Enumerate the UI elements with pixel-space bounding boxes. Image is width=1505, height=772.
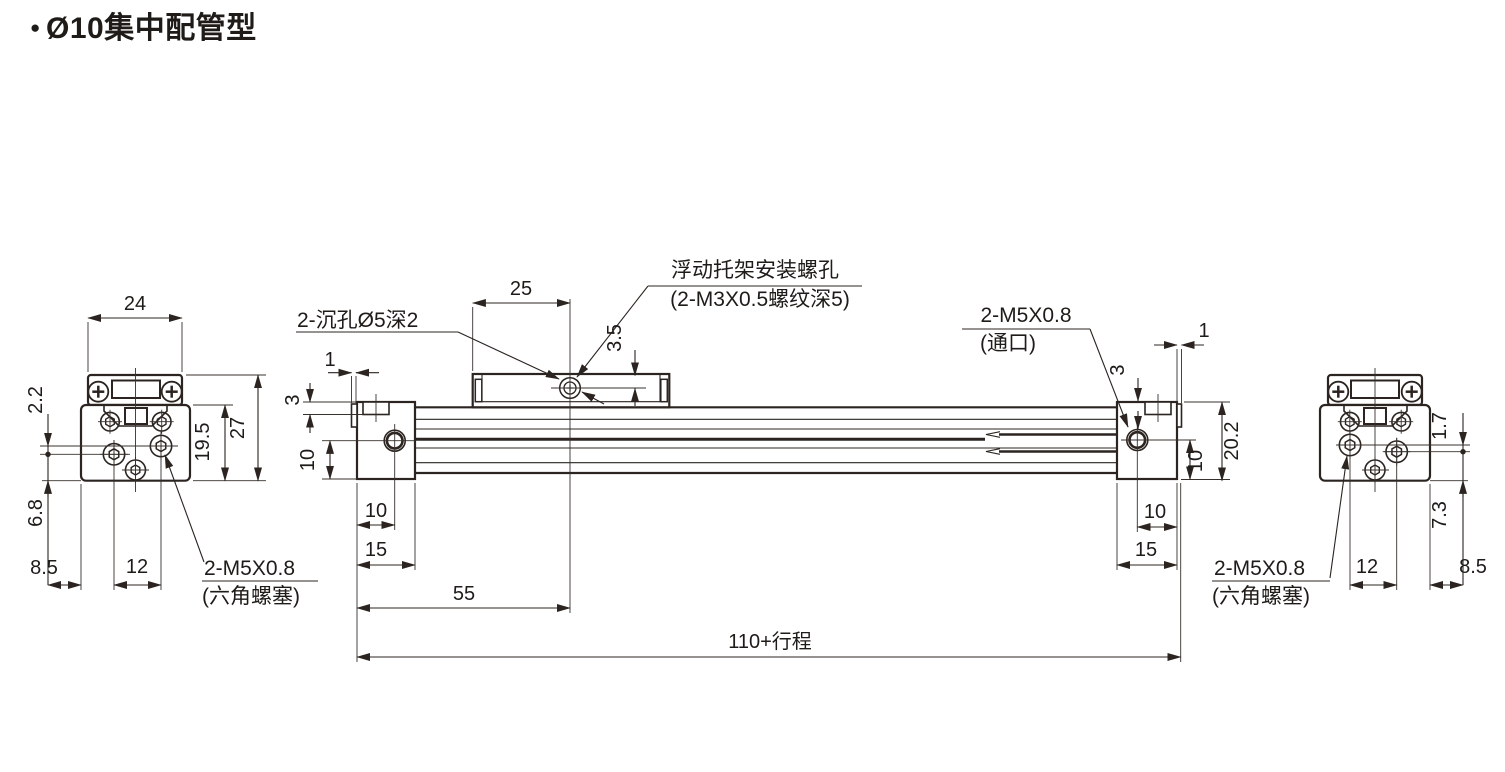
dim-left-bottom-offset: 6.8 bbox=[25, 499, 47, 527]
extension-lines bbox=[40, 299, 1470, 662]
carriage bbox=[471, 372, 671, 409]
dim-hole-depth: 3.5 bbox=[604, 324, 626, 352]
dim-end-height: 20.2 bbox=[1221, 422, 1243, 461]
dim-total-length: 110+行程 bbox=[728, 630, 812, 653]
label-right-plug-line1: 2-M5X0.8 bbox=[1214, 557, 1305, 580]
main-side-view bbox=[350, 372, 1183, 481]
dim-right-bottom-offset: 7.3 bbox=[1429, 501, 1451, 529]
dim-port-x-left: 10 bbox=[365, 500, 387, 522]
drawing-text: ● Ø10集中配管型 24 2.2 19.5 27 6.8 8.5 12 2-M… bbox=[25, 12, 1487, 653]
dim-notch-left: 3 bbox=[282, 394, 304, 405]
dim-left-total-height: 27 bbox=[227, 417, 249, 439]
dim-block-left: 15 bbox=[365, 539, 387, 561]
dim-right-side-offset: 8.5 bbox=[1459, 556, 1487, 578]
dim-port-x-right: 10 bbox=[1144, 501, 1166, 523]
label-left-plug-line2: (六角螺塞) bbox=[202, 585, 300, 608]
title-bullet-icon: ● bbox=[30, 18, 40, 37]
right-end-view bbox=[1318, 368, 1432, 492]
dim-left-side-offset: 8.5 bbox=[30, 557, 58, 579]
dim-left-body-height: 19.5 bbox=[192, 423, 214, 462]
dim-tab-left: 1 bbox=[324, 349, 335, 371]
dimension-lines bbox=[44, 285, 1467, 661]
label-port-line2: (通口) bbox=[980, 332, 1036, 355]
dim-port-height-left: 10 bbox=[297, 449, 319, 471]
dim-left-port-offset: 2.2 bbox=[25, 386, 47, 414]
label-counterbore: 2-沉孔Ø5深2 bbox=[297, 309, 418, 332]
label-port-line1: 2-M5X0.8 bbox=[980, 304, 1071, 327]
dim-tab-right: 1 bbox=[1198, 320, 1209, 342]
dim-left-hole-pitch: 12 bbox=[126, 556, 148, 578]
dim-notch-right: 3 bbox=[1107, 364, 1129, 375]
dim-right-hole-pitch: 12 bbox=[1356, 556, 1378, 578]
label-bracket-line1: 浮动托架安装螺孔 bbox=[671, 259, 839, 282]
label-right-plug-line2: (六角螺塞) bbox=[1212, 585, 1310, 608]
left-end-view bbox=[79, 368, 192, 492]
dim-block-right: 15 bbox=[1135, 539, 1157, 561]
dim-port-height-right: 10 bbox=[1185, 450, 1207, 472]
label-left-plug-line1: 2-M5X0.8 bbox=[204, 557, 295, 580]
dim-right-port-offset: 1.7 bbox=[1429, 412, 1451, 440]
dim-to-carriage: 55 bbox=[453, 583, 475, 605]
dim-left-width: 24 bbox=[124, 293, 146, 315]
dim-carriage-pitch: 25 bbox=[510, 278, 532, 300]
label-bracket-line2: (2-M3X0.5螺纹深5) bbox=[670, 288, 850, 311]
page-title: Ø10集中配管型 bbox=[46, 12, 257, 45]
